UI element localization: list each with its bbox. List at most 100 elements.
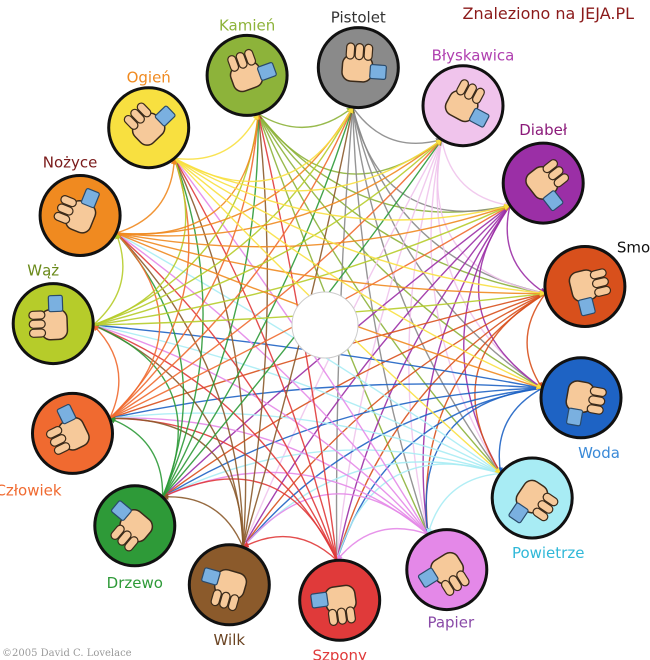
beats-arrow bbox=[92, 324, 120, 419]
gesture-node: Woda bbox=[539, 356, 623, 462]
gesture-label: Wąż bbox=[27, 262, 59, 280]
beats-arrow bbox=[257, 113, 543, 389]
beats-arrow bbox=[174, 139, 443, 192]
gesture-label: Woda bbox=[578, 444, 620, 462]
gesture-node: Człowiek bbox=[0, 391, 114, 499]
beats-arrow bbox=[161, 493, 244, 548]
beats-arrow bbox=[173, 157, 543, 389]
beats-arrow bbox=[242, 113, 269, 548]
gesture-node: Powietrze bbox=[490, 456, 585, 562]
gesture-node: Diabeł bbox=[501, 121, 585, 225]
beats-arrow bbox=[257, 113, 502, 474]
beats-arrow bbox=[92, 106, 354, 326]
beats-arrow bbox=[430, 139, 502, 474]
beats-arrow bbox=[115, 232, 244, 548]
hand-gesture-icon bbox=[28, 294, 69, 341]
hand-gesture-icon bbox=[417, 551, 470, 596]
beats-arrow bbox=[93, 204, 511, 326]
beats-arrow bbox=[352, 107, 543, 389]
beats-arrow bbox=[92, 324, 338, 561]
gesture-node: Drzewo bbox=[93, 484, 177, 592]
hand-gesture-icon bbox=[565, 380, 607, 427]
beats-arrow bbox=[109, 106, 354, 419]
gesture-node-layer: Kamień PistoletBłyskawicaDiabełSmokiWodaP… bbox=[0, 9, 650, 660]
beats-arrow bbox=[352, 106, 443, 145]
beats-arrow bbox=[162, 449, 501, 498]
beats-arrow bbox=[336, 527, 429, 561]
gesture-label: Papier bbox=[427, 614, 474, 632]
beats-arrow bbox=[115, 232, 429, 535]
beats-arrow bbox=[92, 323, 429, 535]
beats-arrow bbox=[335, 292, 546, 562]
beats-arrow bbox=[242, 204, 511, 548]
gesture-label: Smoki bbox=[617, 239, 650, 257]
beats-arrow bbox=[109, 113, 261, 419]
beats-arrow bbox=[92, 139, 443, 326]
beats-arrow bbox=[173, 157, 247, 548]
watermark: Znaleziono na JEJA.PL bbox=[462, 4, 634, 23]
gesture-node: Nożyce bbox=[38, 154, 122, 257]
beats-arrow bbox=[115, 232, 547, 297]
hand-gesture-icon bbox=[444, 79, 490, 128]
gesture-node: Kamień bbox=[205, 16, 289, 117]
gesture-node: Papier bbox=[405, 528, 489, 632]
hand-gesture-icon bbox=[45, 403, 90, 455]
beats-arrow bbox=[92, 323, 502, 475]
hand-gesture-icon bbox=[123, 102, 176, 146]
hand-gesture-icon bbox=[525, 159, 570, 212]
beats-arrow bbox=[115, 204, 511, 248]
hand-gesture-icon bbox=[310, 584, 357, 626]
center-hole bbox=[291, 291, 359, 359]
gesture-node: Smoki bbox=[543, 239, 650, 328]
beats-arrow bbox=[115, 232, 338, 561]
gesture-node: Ogień bbox=[107, 69, 191, 170]
hand-gesture-icon bbox=[341, 42, 387, 83]
gesture-label: Powietrze bbox=[512, 544, 585, 562]
gesture-node: Błyskawica bbox=[421, 47, 514, 148]
beats-arrow bbox=[174, 157, 511, 221]
beats-arrow bbox=[352, 107, 430, 535]
beats-arrow bbox=[108, 412, 501, 475]
beats-arrow bbox=[422, 205, 511, 535]
gesture-node: Wilk bbox=[187, 543, 271, 649]
gesture-label: Drzewo bbox=[107, 574, 163, 592]
beats-arrow bbox=[92, 232, 124, 326]
beats-arrow bbox=[496, 387, 543, 475]
beats-arrow bbox=[352, 107, 502, 474]
beats-arrow bbox=[426, 472, 501, 535]
beats-arrow bbox=[174, 157, 547, 296]
beats-arrow bbox=[115, 157, 178, 234]
beats-arrow bbox=[506, 205, 547, 294]
beats-arrow bbox=[109, 417, 164, 498]
beats-arrow bbox=[257, 113, 547, 296]
gesture-label: Wilk bbox=[214, 631, 246, 649]
beats-arrow bbox=[108, 383, 543, 421]
beats-arrow bbox=[108, 415, 429, 535]
beats-arrow bbox=[109, 139, 443, 419]
beats-arrow bbox=[334, 139, 443, 562]
beats-arrow bbox=[174, 113, 259, 160]
beats-arrow bbox=[408, 139, 443, 535]
beats-arrow bbox=[162, 106, 354, 498]
gesture-label: Kamień bbox=[219, 16, 275, 34]
beats-arrow bbox=[334, 205, 511, 562]
beats-arrow bbox=[161, 113, 262, 498]
gesture-label: Diabeł bbox=[519, 121, 568, 139]
beats-arrow bbox=[161, 157, 204, 498]
gesture-label: Nożyce bbox=[43, 154, 98, 172]
beats-arrow bbox=[257, 106, 354, 129]
hand-gesture-icon bbox=[508, 479, 559, 524]
beats-arrow bbox=[242, 535, 338, 561]
gesture-label: Szpony bbox=[312, 646, 367, 660]
beats-arrow bbox=[162, 292, 546, 498]
gesture-node: Szpony bbox=[298, 558, 382, 660]
gesture-label: Pistolet bbox=[331, 9, 386, 27]
gesture-label: Ogień bbox=[127, 69, 171, 87]
beats-arrow bbox=[116, 139, 443, 237]
beats-arrow bbox=[526, 292, 547, 389]
gesture-label: Człowiek bbox=[0, 481, 62, 499]
beats-arrow bbox=[242, 387, 543, 548]
beats-arrow bbox=[173, 157, 338, 561]
beats-arrow bbox=[242, 292, 546, 548]
